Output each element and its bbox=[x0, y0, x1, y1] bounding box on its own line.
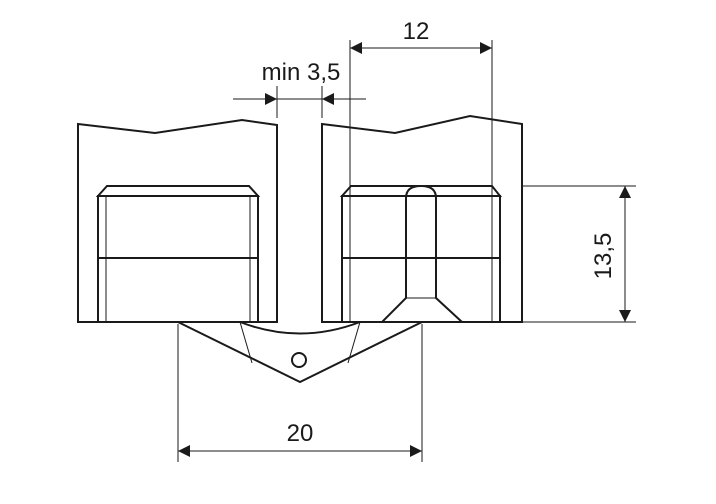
left-insert bbox=[95, 185, 261, 323]
label-depth: 13,5 bbox=[590, 233, 617, 280]
dimension-width-12: 12 bbox=[349, 18, 493, 322]
dimension-gap: min 3,5 bbox=[233, 59, 366, 118]
dimension-depth: 13,5 bbox=[522, 185, 636, 323]
right-insert bbox=[339, 185, 503, 323]
label-width-12: 12 bbox=[403, 18, 430, 45]
countersunk-screw bbox=[379, 184, 465, 323]
pin-hole bbox=[291, 352, 307, 368]
connector-plate bbox=[177, 321, 423, 384]
left-wood-panel bbox=[77, 118, 278, 323]
right-wood-panel bbox=[321, 114, 523, 323]
label-gap: min 3,5 bbox=[262, 59, 341, 86]
label-connector-20: 20 bbox=[287, 420, 314, 447]
dimension-connector-20: 20 bbox=[177, 324, 423, 462]
